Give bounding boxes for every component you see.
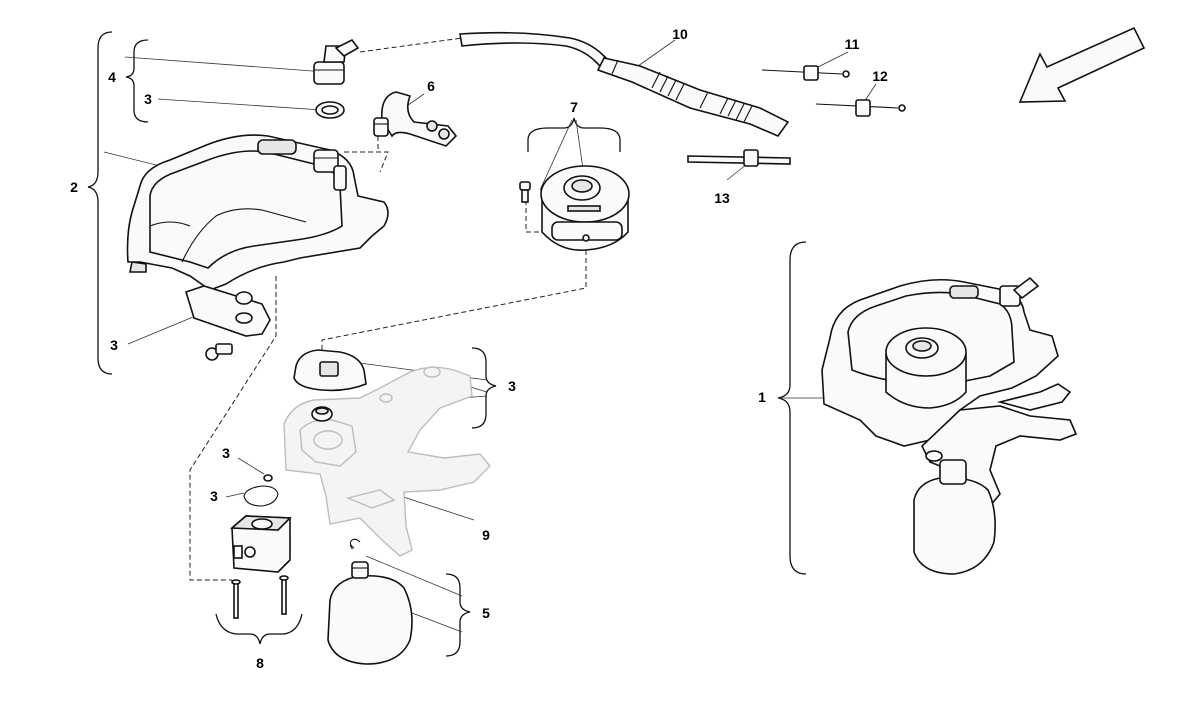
part-10-pipe bbox=[459, 31, 790, 137]
part-2-reservoir bbox=[126, 134, 389, 361]
part-3-plug bbox=[311, 406, 333, 422]
part-3-seal-ring-tank bbox=[235, 291, 253, 305]
callout-3-top-seal: 3 bbox=[144, 91, 152, 107]
callout-12: 12 bbox=[872, 68, 888, 84]
part-8-bolt-right bbox=[279, 575, 289, 615]
part-3-seal-plate bbox=[293, 349, 367, 392]
callout-11: 11 bbox=[845, 36, 860, 52]
callout-3-small-o-ring: 3 bbox=[222, 445, 230, 461]
callout-10: 10 bbox=[672, 26, 688, 42]
callout-5: 5 bbox=[482, 605, 490, 621]
assembly-dashed-lines bbox=[189, 37, 587, 581]
part-12-clip bbox=[815, 99, 906, 117]
brace-group-4 bbox=[125, 39, 149, 123]
callout-13: 13 bbox=[714, 190, 730, 206]
callout-3-seal-set: 3 bbox=[508, 378, 516, 394]
part-11-clip bbox=[761, 65, 850, 81]
callout-2: 2 bbox=[70, 179, 78, 195]
part-1-complete-assembly bbox=[821, 276, 1078, 575]
direction-arrow-icon bbox=[1018, 26, 1146, 103]
callout-8: 8 bbox=[256, 655, 264, 671]
brace-group-3-right bbox=[471, 347, 497, 429]
part-3-seal-ring-top bbox=[315, 101, 345, 119]
brace-group-8 bbox=[215, 613, 303, 645]
part-9-bracket bbox=[283, 366, 491, 557]
callout-3-tank-seal: 3 bbox=[110, 337, 118, 353]
brace-group-1 bbox=[777, 241, 807, 575]
part-3-o-ring-large bbox=[243, 485, 279, 507]
brace-group-7 bbox=[527, 117, 621, 152]
brace-group-2 bbox=[87, 31, 113, 375]
part-13-cable-tie bbox=[687, 149, 791, 167]
callout-1: 1 bbox=[758, 389, 766, 405]
callout-7: 7 bbox=[570, 99, 578, 115]
part-7-pump-motor bbox=[540, 165, 630, 251]
part-5-accumulator bbox=[327, 561, 413, 665]
part-4-fitting bbox=[313, 38, 360, 85]
callout-9: 9 bbox=[482, 527, 490, 543]
part-8-bolt-left bbox=[231, 579, 241, 619]
callout-4: 4 bbox=[108, 69, 116, 85]
part-3-circlip bbox=[349, 538, 361, 549]
callout-3-large-o-ring: 3 bbox=[210, 488, 218, 504]
callout-6: 6 bbox=[427, 78, 435, 94]
brace-group-5 bbox=[445, 573, 471, 657]
part-8-valve-block bbox=[229, 515, 292, 573]
part-7-screw bbox=[519, 181, 531, 203]
part-6-hose bbox=[373, 91, 458, 147]
part-3-o-ring-small bbox=[263, 474, 273, 482]
